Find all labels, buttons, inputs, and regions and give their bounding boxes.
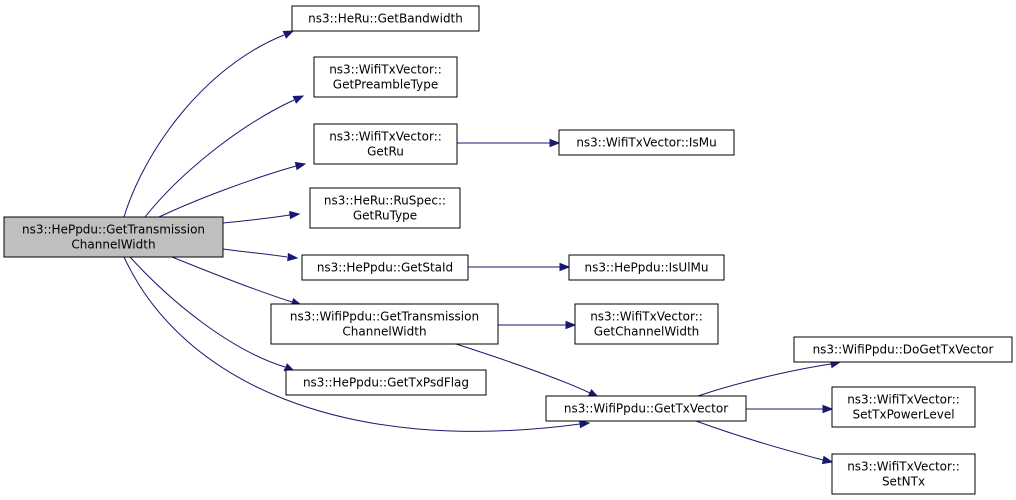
node-txv-settxpower[interactable]: ns3::WifiTxVector::SetTxPowerLevel	[831, 386, 976, 428]
arrow-head-icon	[565, 320, 577, 330]
node-box	[831, 386, 976, 428]
node-box	[309, 187, 461, 229]
arrow-head-icon	[579, 419, 591, 429]
edge-root-to-txv_getpreamble	[144, 95, 305, 218]
edge-line	[144, 99, 295, 218]
node-box	[793, 336, 1013, 363]
node-heppdu-gettxpsd[interactable]: ns3::HePpdu::GetTxPsdFlag	[285, 369, 487, 396]
node-label: ns3::WifiTxVector::	[329, 130, 442, 144]
node-box	[313, 123, 458, 165]
node-label: SetTxPowerLevel	[852, 408, 954, 422]
arrow-head-icon	[559, 262, 571, 272]
node-box	[301, 254, 469, 281]
node-txv-ismu[interactable]: ns3::WifiTxVector::IsMu	[558, 129, 735, 156]
edge-line	[123, 34, 285, 218]
node-box	[270, 303, 499, 345]
node-box	[574, 303, 719, 345]
arrow-head-icon	[821, 455, 834, 465]
arrow-head-icon	[287, 252, 299, 262]
edge-wifippdu_gettxv-to-wifippdu_dogettxv	[697, 359, 842, 397]
edge-line	[222, 214, 291, 224]
node-box	[313, 56, 458, 98]
node-label: ns3::WifiTxVector::IsMu	[576, 136, 716, 150]
node-box	[545, 395, 747, 422]
node-label: ns3::WifiTxVector::	[329, 63, 442, 77]
node-wifippdu-gettxv[interactable]: ns3::WifiPpdu::GetTxVector	[545, 395, 747, 422]
edge-line	[129, 256, 286, 368]
edge-line	[158, 165, 297, 218]
node-label: ns3::WifiTxVector::	[847, 393, 960, 407]
node-label: ns3::HeRu::GetBandwidth	[308, 12, 463, 26]
edge-root-to-wifippdu_gettcw	[171, 256, 303, 307]
node-label: ns3::WifiTxVector::	[847, 460, 960, 474]
node-label: GetPreambleType	[333, 78, 438, 92]
edge-line	[171, 256, 293, 303]
node-label: ns3::HePpdu::GetStaId	[317, 261, 453, 275]
edges-layer	[123, 30, 842, 465]
node-label: GetChannelWidth	[594, 325, 700, 339]
edge-root-to-wifippdu_gettxv	[123, 256, 591, 432]
arrow-head-icon	[289, 210, 301, 220]
node-txv-getpreamble[interactable]: ns3::WifiTxVector::GetPreambleType	[313, 56, 458, 98]
arrow-head-icon	[282, 30, 295, 39]
node-label: SetNTx	[882, 475, 925, 489]
edge-wifippdu_gettcw-to-txv_getcw	[498, 320, 577, 330]
node-ruspec-getrutype[interactable]: ns3::HeRu::RuSpec::GetRuType	[309, 187, 461, 229]
node-txv-getcw[interactable]: ns3::WifiTxVector::GetChannelWidth	[574, 303, 719, 345]
edge-line	[697, 363, 832, 397]
edge-root-to-ruspec_getrutype	[222, 210, 301, 224]
node-heru-getbw[interactable]: ns3::HeRu::GetBandwidth	[291, 5, 480, 32]
node-box	[3, 216, 224, 258]
node-txv-setntx[interactable]: ns3::WifiTxVector::SetNTx	[831, 453, 976, 495]
edge-line	[123, 256, 581, 432]
edge-root-to-txv_getru	[158, 161, 307, 218]
node-heppdu-getstaid[interactable]: ns3::HePpdu::GetStaId	[301, 254, 469, 281]
edge-line	[695, 420, 824, 461]
node-label: ns3::HePpdu::GetTransmission	[22, 223, 205, 237]
node-label: GetRu	[367, 145, 404, 159]
node-label: ns3::WifiPpdu::GetTransmission	[290, 310, 479, 324]
edge-root-to-heppdu_gettxpsd	[129, 256, 296, 372]
node-label: ns3::HePpdu::IsUlMu	[584, 261, 708, 275]
edge-root-to-heppdu_getstaid	[222, 248, 299, 262]
edge-line	[222, 248, 288, 258]
arrow-head-icon	[549, 138, 561, 148]
edge-txv_getru-to-txv_ismu	[457, 138, 561, 148]
edge-wifippdu_gettxv-to-txv_setntx	[695, 420, 834, 465]
node-wifippdu-gettcw[interactable]: ns3::WifiPpdu::GetTransmissionChannelWid…	[270, 303, 499, 345]
node-box	[558, 129, 735, 156]
edge-wifippdu_gettxv-to-txv_settxpower	[746, 404, 834, 414]
node-label: GetRuType	[353, 209, 417, 223]
node-label: ChannelWidth	[342, 325, 426, 339]
edge-line	[455, 343, 591, 394]
edge-heppdu_getstaid-to-heppdu_isulmu	[468, 262, 571, 272]
node-label: ns3::HePpdu::GetTxPsdFlag	[303, 376, 469, 390]
arrow-head-icon	[294, 161, 307, 171]
node-label: ns3::WifiTxVector::	[590, 310, 703, 324]
nodes-layer: ns3::HePpdu::GetTransmissionChannelWidth…	[3, 5, 1013, 495]
arrow-head-icon	[822, 404, 834, 414]
node-label: ChannelWidth	[71, 238, 155, 252]
node-box	[291, 5, 480, 32]
edge-root-to-heru_getbw	[123, 30, 295, 218]
node-label: ns3::WifiPpdu::DoGetTxVector	[813, 343, 994, 357]
node-box	[831, 453, 976, 495]
node-txv-getru[interactable]: ns3::WifiTxVector::GetRu	[313, 123, 458, 165]
arrow-head-icon	[292, 95, 305, 104]
node-box	[285, 369, 487, 396]
node-label: ns3::HeRu::RuSpec::	[324, 194, 446, 208]
node-wifippdu-dogettxv[interactable]: ns3::WifiPpdu::DoGetTxVector	[793, 336, 1013, 363]
node-box	[568, 254, 725, 281]
node-heppdu-isulmu[interactable]: ns3::HePpdu::IsUlMu	[568, 254, 725, 281]
node-label: ns3::WifiPpdu::GetTxVector	[564, 402, 728, 416]
